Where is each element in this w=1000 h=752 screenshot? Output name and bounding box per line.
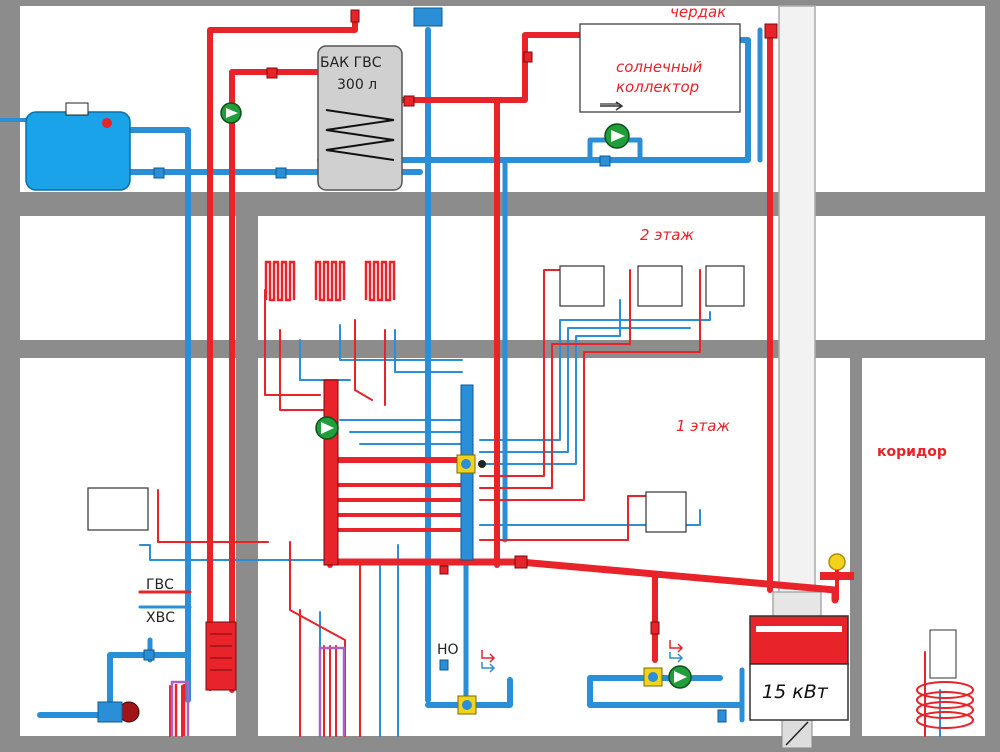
fittings	[266, 9, 778, 635]
mixing-valve-manifold	[456, 454, 486, 474]
pump-cold-water	[97, 701, 140, 723]
ground-slab	[0, 736, 1000, 752]
inner-wall-corridor	[850, 358, 862, 736]
attic-label: чердак	[670, 3, 726, 21]
pump-dhw-recirc	[220, 102, 242, 124]
underfloor-heating-loops	[170, 260, 396, 736]
mixing-valves	[456, 454, 663, 715]
radiator-2f-2	[637, 265, 683, 307]
dhw-tank: БАК ГВС 300 л	[317, 45, 403, 191]
cold-water-storage-tank	[25, 102, 131, 191]
boiler: 15 кВт	[749, 553, 854, 721]
fittings-cold	[143, 7, 727, 723]
corridor-label: коридор	[877, 444, 947, 460]
solar-collector-label-1: солнечный	[616, 58, 703, 76]
solar-collector-label-2: коллектор	[616, 78, 699, 96]
flow-arrows	[481, 101, 684, 673]
radiator-2f-3	[705, 265, 745, 307]
dhw-tank-label-1: БАК ГВС	[320, 55, 382, 71]
outer-wall-right	[985, 0, 1000, 752]
mixing-valve-boiler	[643, 667, 663, 687]
inner-wall-left	[236, 216, 258, 736]
outer-wall-left	[0, 0, 20, 752]
cold-water-legend: ХВС	[146, 610, 175, 626]
pump-manifold	[315, 416, 339, 440]
pump-boiler	[668, 665, 692, 689]
dhw-tank-label-2: 300 л	[337, 77, 377, 93]
radiator-1f-right	[645, 491, 687, 533]
hot-water-legend: ГВС	[146, 577, 174, 593]
pumps	[97, 102, 692, 723]
floor-1-label: 1 этаж	[676, 417, 730, 435]
floor-2-label: 2 этаж	[640, 226, 694, 244]
pump-solar	[604, 123, 630, 149]
roof-edge	[0, 0, 1000, 6]
boiler-power-label: 15 кВт	[762, 681, 829, 703]
corridor-heating-coil	[916, 629, 974, 729]
mixing-valve-bottom	[457, 695, 477, 715]
dhw-heater-column	[205, 621, 237, 691]
radiator-2f-1	[559, 265, 605, 307]
solar-collector: солнечный коллектор	[579, 23, 741, 113]
radiators	[87, 265, 745, 533]
normally-open-label: НО	[437, 642, 459, 658]
manifolds	[323, 379, 474, 566]
radiator-1f-left	[87, 487, 149, 531]
